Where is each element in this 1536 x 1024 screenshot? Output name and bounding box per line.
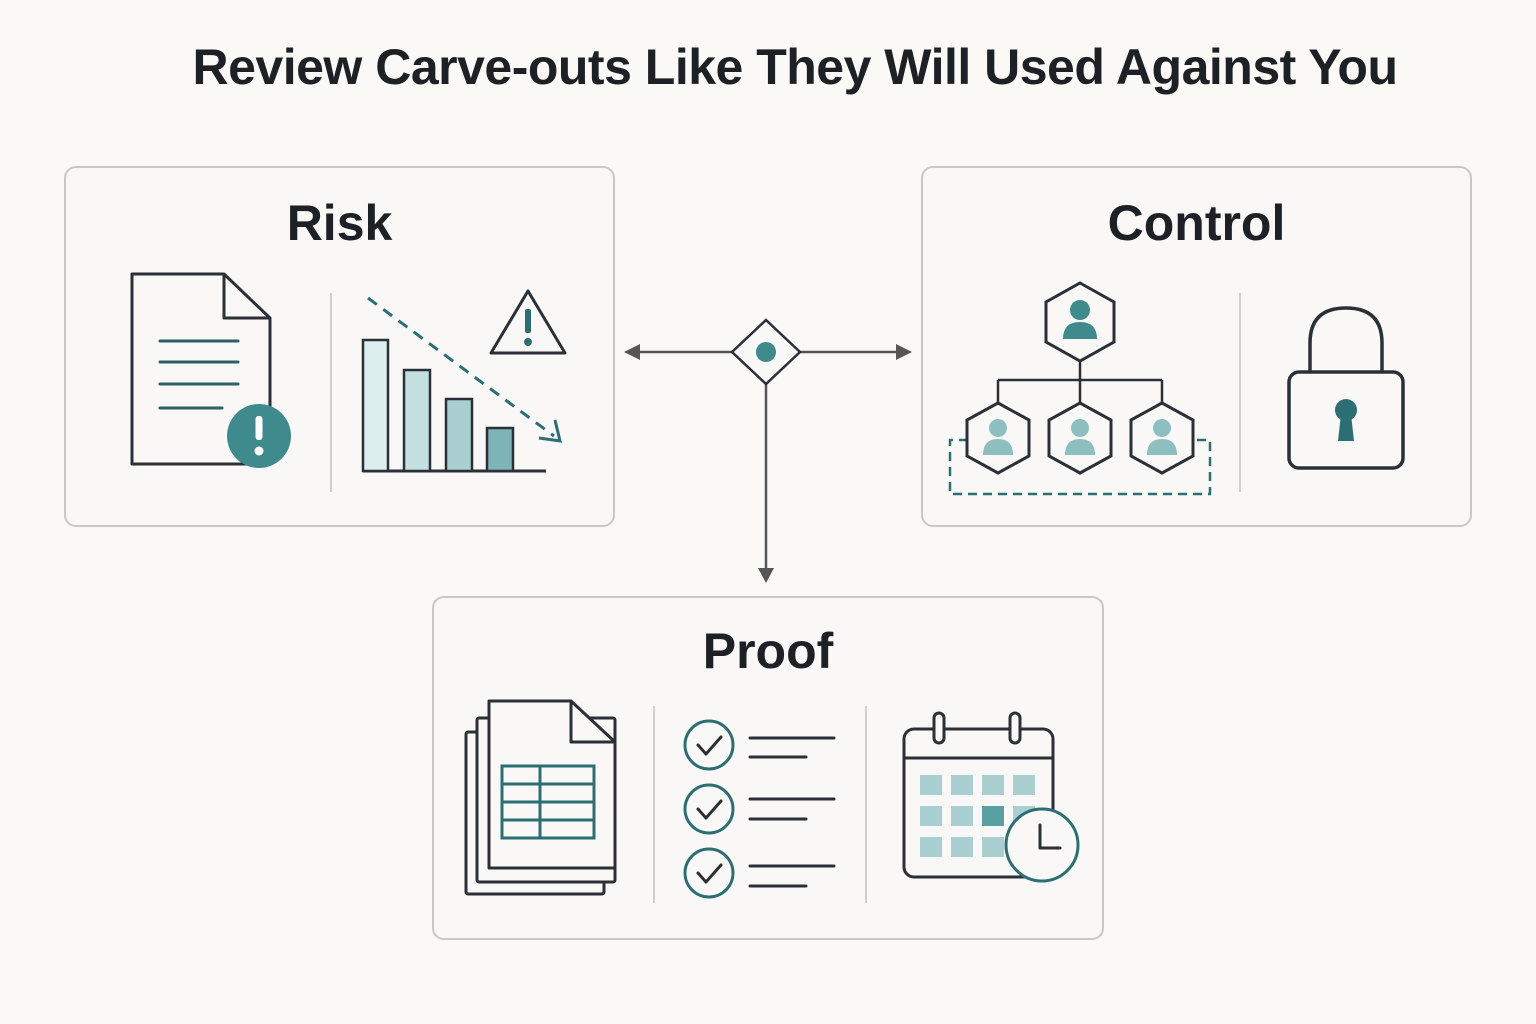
padlock-icon xyxy=(1287,306,1405,470)
page-title: Review Carve-outs Like They Will Used Ag… xyxy=(192,39,1399,95)
calendar-clock-icon xyxy=(902,711,1080,883)
warning-triangle-icon xyxy=(489,289,567,355)
checklist-icon xyxy=(683,719,836,899)
risk-title: Risk xyxy=(286,195,393,251)
declining-bar-chart-icon xyxy=(361,296,562,473)
connector-arrows xyxy=(624,344,912,583)
proof-title: Proof xyxy=(702,623,834,679)
diamond-node-icon xyxy=(730,318,802,386)
spreadsheet-stack-icon xyxy=(464,699,617,896)
org-hierarchy-icon xyxy=(948,281,1212,496)
document-alert-icon xyxy=(130,272,291,468)
control-title: Control xyxy=(1107,195,1286,251)
